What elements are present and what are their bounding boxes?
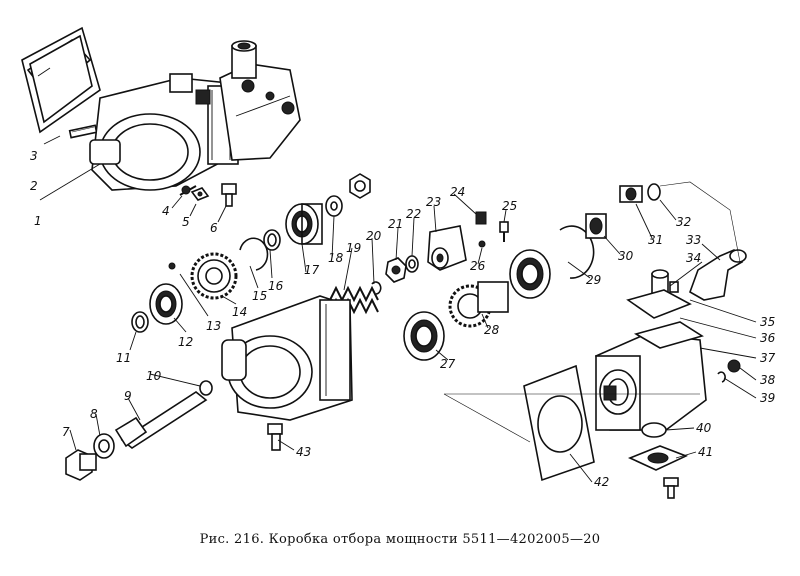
cover-41 — [627, 445, 689, 471]
callout-11: 11 — [116, 351, 131, 365]
callout-6: 6 — [210, 221, 218, 235]
pin-13 — [168, 262, 176, 270]
bearing-12 — [149, 283, 183, 325]
lower-housing — [221, 295, 353, 421]
stud-2 — [68, 124, 98, 139]
washer-22 — [405, 255, 419, 273]
callout-7: 7 — [62, 425, 70, 439]
callout-10: 10 — [146, 369, 162, 383]
callout-15: 15 — [252, 289, 267, 303]
bolt-41 — [663, 477, 679, 499]
assembly-guide-lines — [443, 181, 741, 443]
callout-35: 35 — [760, 315, 775, 329]
callout-37: 37 — [760, 351, 776, 365]
callout-13: 13 — [206, 319, 221, 333]
nut-38 — [727, 359, 741, 373]
coupling-30 — [585, 213, 607, 239]
callout-42: 42 — [594, 475, 609, 489]
callout-5: 5 — [182, 215, 190, 229]
bearing-29 — [509, 249, 551, 299]
washer-8 — [93, 433, 115, 459]
callout-22: 22 — [406, 207, 421, 221]
callout-29: 29 — [586, 273, 601, 287]
nipple-31 — [619, 185, 643, 203]
ring-10 — [199, 380, 213, 396]
callout-20: 20 — [366, 229, 382, 243]
bearing-upper — [285, 203, 323, 245]
elbow-33 — [689, 249, 747, 301]
right-leaders — [277, 243, 757, 483]
callout-33: 33 — [686, 233, 701, 247]
callout-23: 23 — [426, 195, 441, 209]
bolt-6 — [221, 183, 237, 207]
shaft-9 — [114, 391, 208, 449]
plug-7 — [65, 449, 97, 481]
callout-40: 40 — [696, 421, 712, 435]
shift-fork-23 — [427, 225, 467, 271]
upper-gearbox — [219, 40, 301, 161]
screw-25 — [499, 221, 509, 242]
callout-18: 18 — [328, 251, 344, 265]
nut-17 — [349, 173, 371, 199]
callout-27: 27 — [440, 357, 456, 371]
callout-2: 2 — [30, 179, 38, 193]
bearing-27 — [403, 311, 445, 361]
bolt-43 — [267, 423, 283, 451]
gear-28 — [448, 281, 509, 328]
housing-1 — [89, 73, 241, 191]
ring-32 — [647, 183, 661, 201]
callout-26: 26 — [470, 259, 486, 273]
callout-12: 12 — [178, 335, 193, 349]
flange-34-35-36 — [626, 269, 692, 319]
callout-8: 8 — [90, 407, 98, 421]
callout-3: 3 — [30, 149, 38, 163]
callout-30: 30 — [618, 249, 634, 263]
callout-25: 25 — [502, 199, 517, 213]
spring-24 — [475, 211, 487, 225]
callout-38: 38 — [760, 373, 776, 387]
callout-34: 34 — [686, 251, 701, 265]
callout-leaders — [37, 67, 677, 451]
gasket-42 — [523, 364, 595, 482]
ball-26 — [478, 240, 486, 248]
snap-ring-15 — [239, 237, 269, 271]
callout-1: 1 — [34, 214, 42, 228]
snap-ring-29 — [559, 225, 595, 279]
gear-14 — [190, 252, 238, 300]
bolt-4 — [179, 185, 197, 196]
callout-9: 9 — [124, 389, 132, 403]
callout-17: 17 — [304, 263, 320, 277]
shaft-components — [131, 173, 661, 361]
callout-28: 28 — [484, 323, 500, 337]
callout-43: 43 — [296, 445, 311, 459]
assembled-unit — [21, 26, 301, 207]
callout-36: 36 — [760, 331, 776, 345]
washer-18 — [325, 195, 343, 217]
callout-24: 24 — [450, 185, 465, 199]
figure-caption: Рис. 216. Коробка отбора мощности 5511—4… — [199, 532, 601, 547]
callout-31: 31 — [648, 233, 663, 247]
callout-32: 32 — [676, 215, 691, 229]
washer-5 — [190, 187, 210, 201]
nut-21 — [385, 257, 407, 283]
callout-19: 19 — [346, 241, 361, 255]
callout-21: 21 — [388, 217, 403, 231]
callout-41: 41 — [698, 445, 713, 459]
callout-16: 16 — [268, 279, 284, 293]
washer-39 — [717, 371, 726, 383]
ring-11 — [131, 311, 149, 333]
callout-14: 14 — [232, 305, 247, 319]
gasket-3 — [21, 26, 101, 134]
callout-39: 39 — [760, 391, 775, 405]
ring-16 — [263, 229, 281, 251]
right-housing — [595, 321, 707, 431]
ring-40 — [641, 422, 667, 438]
callout-4: 4 — [162, 204, 170, 218]
callout-labels: 3 2 1 4 5 6 7 8 9 10 11 12 13 14 15 16 1… — [30, 149, 776, 489]
